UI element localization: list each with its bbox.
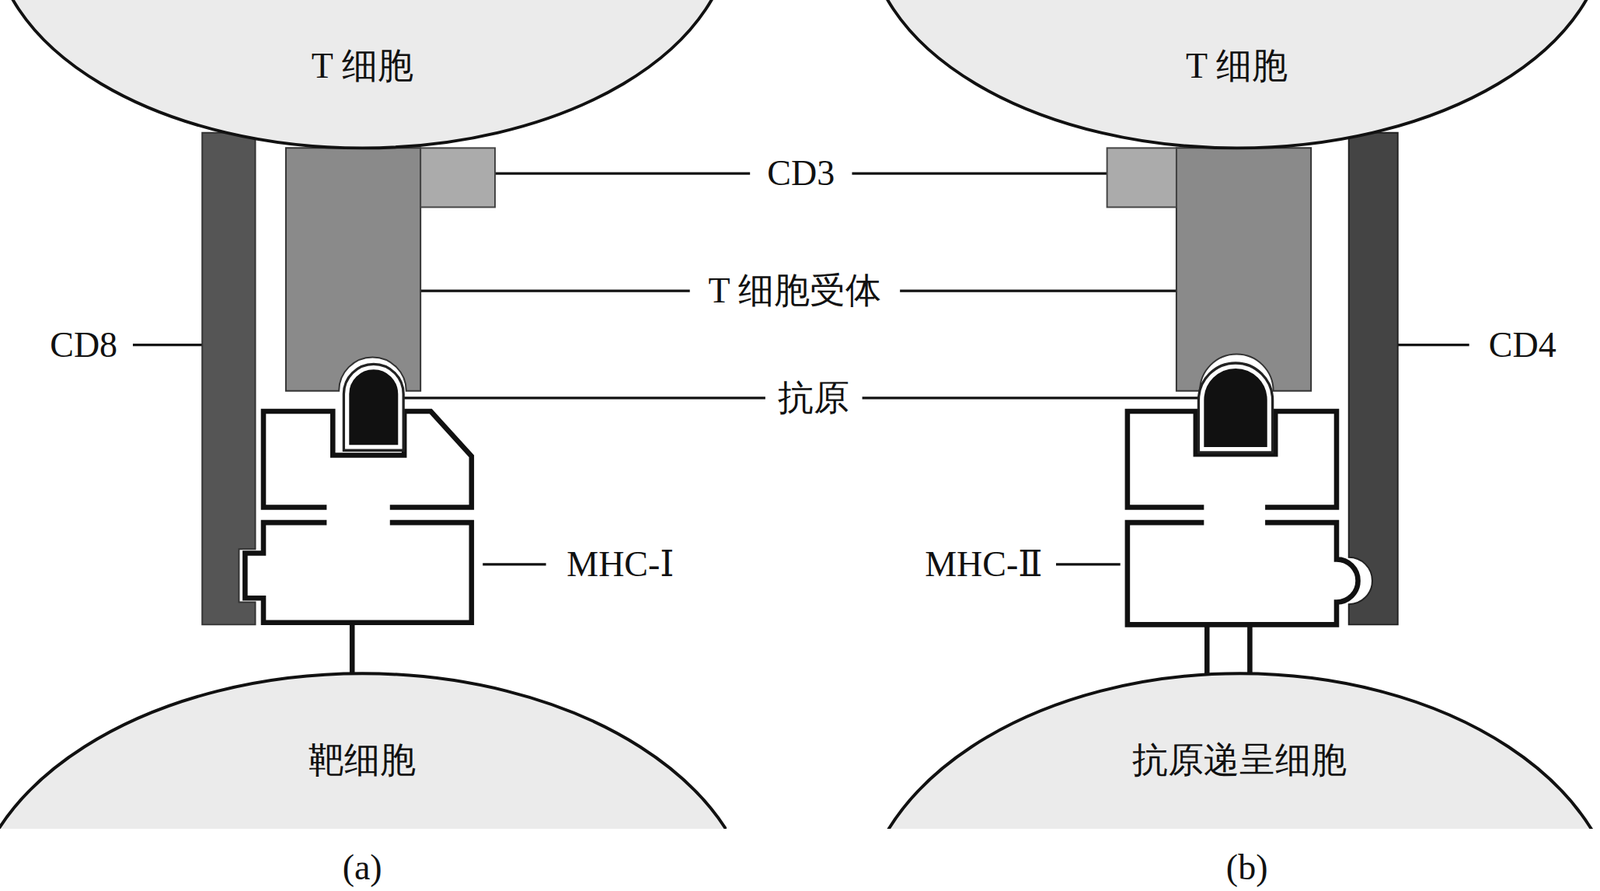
mhc2-bottom [1127,522,1359,624]
cell-node: T 细胞 [872,0,1600,154]
cell-membrane [0,0,727,148]
left-molecules [202,132,495,691]
cell-node: T 细胞 [0,0,727,154]
tcr-molecule [1176,147,1311,391]
cd3-molecule [1107,147,1177,207]
tcr-molecule [285,147,421,391]
part-label: CD8 [49,325,118,366]
cell-name: 靶细胞 [308,740,416,781]
cd3-molecule [420,147,495,207]
part-label: MHC-Ⅰ [566,544,674,585]
cell-node: 靶细胞 [0,652,727,829]
part-label: CD3 [766,153,835,194]
right-molecules [1107,132,1398,691]
mhc1-bottom [244,522,471,623]
cell-name: T 细胞 [1185,46,1288,87]
part-label: MHC-Ⅱ [924,544,1043,585]
antigen [347,367,401,447]
panel-label: (a) [342,847,383,888]
cell-name: 抗原递呈细胞 [1132,740,1347,781]
antigen [1202,366,1270,449]
panel-label: (b) [1226,847,1269,888]
part-label: CD4 [1488,325,1557,366]
cd4-molecule [1349,132,1398,625]
cell-membrane [872,673,1600,830]
part-label: 抗原 [777,378,850,419]
cell-membrane [872,0,1600,148]
cell-membrane [0,673,727,830]
cell-name: T 细胞 [311,46,414,87]
part-label: T 细胞受体 [708,271,882,311]
cell-node: 抗原递呈细胞 [872,652,1600,829]
